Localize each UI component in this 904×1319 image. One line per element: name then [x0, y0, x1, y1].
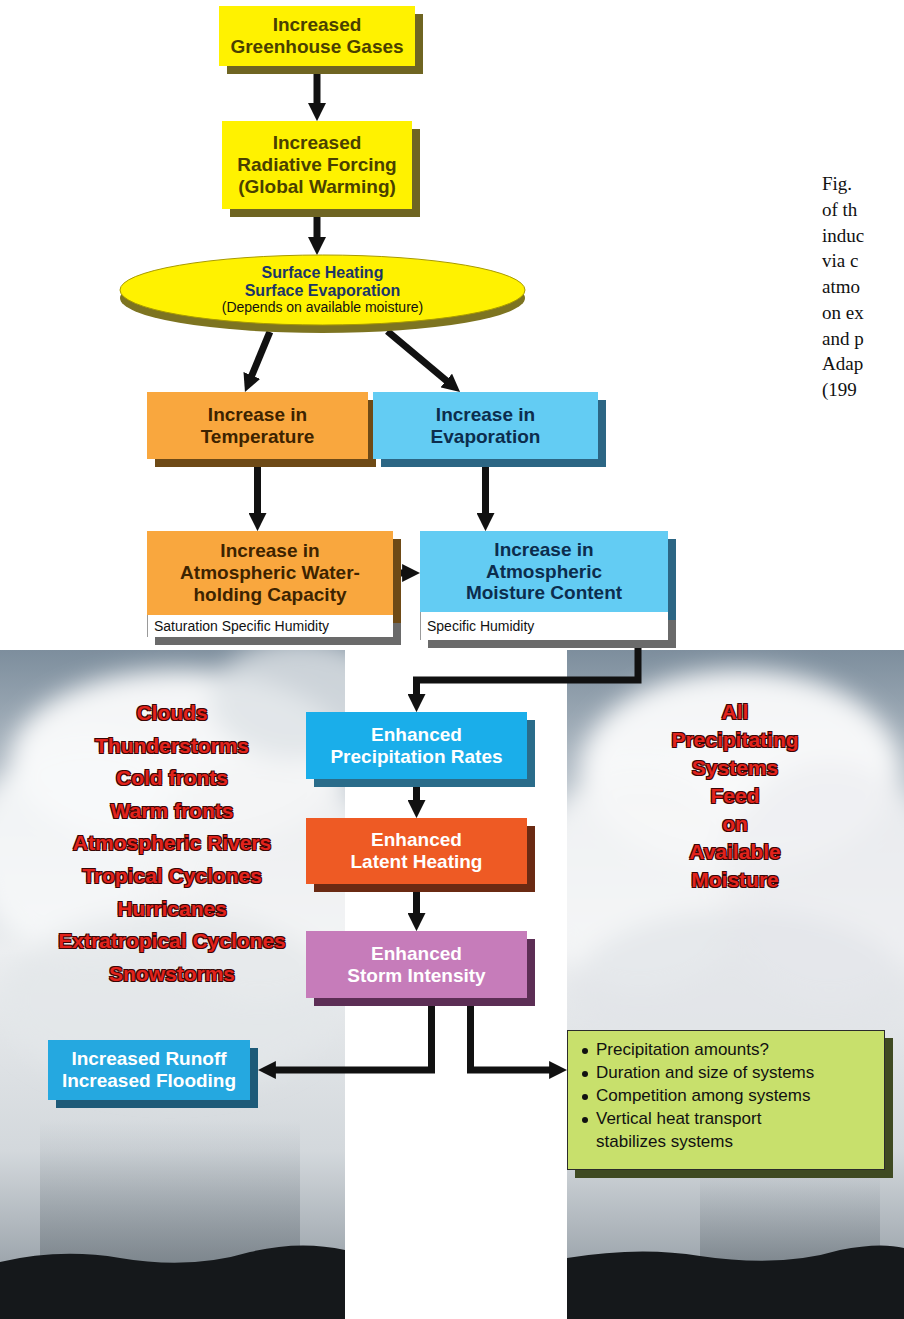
- node-text: Enhanced Storm Intensity: [345, 943, 489, 987]
- flow-arrow: [254, 467, 261, 514]
- bullet-dot: [582, 1048, 588, 1054]
- storm-type-label: Snowstorms: [12, 961, 332, 987]
- flow-arrow: [413, 787, 420, 801]
- hill-silhouette: [567, 1245, 904, 1319]
- storm-type-label: Extratropical Cyclones: [12, 928, 332, 954]
- bullet-dot: [582, 1117, 588, 1123]
- storm-type-label: Hurricanes: [12, 896, 332, 922]
- process-box: Increase in Evaporation: [373, 392, 598, 459]
- process-ellipse: Surface Heating Surface Evaporation(Depe…: [120, 255, 525, 325]
- node-text: Specific Humidity: [427, 618, 534, 634]
- process-box: Enhanced Precipitation Rates: [306, 712, 527, 779]
- flow-arrow: [482, 467, 489, 514]
- flow-arrow: [413, 892, 420, 914]
- caption-fragment: Fig.: [822, 173, 892, 195]
- caption-fragment: via c: [822, 250, 892, 272]
- node-text: Increase in Atmospheric Water-holding Ca…: [162, 540, 378, 606]
- node-text: (Depends on available moisture): [222, 299, 424, 316]
- process-box: Increase in Temperature: [147, 392, 368, 459]
- hill-silhouette: [0, 1245, 345, 1319]
- outcome-box: Increased Runoff Increased Flooding: [48, 1040, 250, 1100]
- process-box: Increase in Atmospheric Water-holding Ca…: [147, 531, 393, 637]
- question-box: Precipitation amounts?Duration and size …: [567, 1030, 885, 1170]
- flow-arrow: [401, 570, 403, 577]
- storm-type-label: Clouds: [12, 700, 332, 726]
- node-text: Increase in Temperature: [168, 404, 348, 448]
- flow-arrow: [314, 74, 321, 104]
- caption-fragment: induc: [822, 225, 892, 247]
- bullet-dot: [582, 1071, 588, 1077]
- rain-shaft: [40, 1120, 300, 1270]
- flow-arrow: [387, 331, 447, 381]
- flow-arrow: [251, 332, 269, 376]
- flow-arrow: [275, 1006, 432, 1070]
- note-label: All Precipitating Systems Feed on Availa…: [640, 698, 830, 894]
- storm-type-label: Warm fronts: [12, 798, 332, 824]
- caption-fragment: (199: [822, 379, 892, 401]
- process-box: Increase in Atmospheric Moisture Content…: [420, 531, 668, 640]
- storm-type-label: Cold fronts: [12, 765, 332, 791]
- cloud-mass: [567, 670, 904, 1070]
- cloud-mass: [0, 650, 345, 1090]
- flow-arrow: [417, 648, 639, 695]
- caption-fragment: on ex: [822, 302, 892, 324]
- node-text: Increased Greenhouse Gases: [224, 14, 410, 58]
- storm-type-label: Tropical Cyclones: [12, 863, 332, 889]
- forcing-box: Increased Radiative Forcing (Global Warm…: [222, 121, 412, 209]
- bullet-text: Vertical heat transport stabilizes syste…: [596, 1108, 825, 1154]
- cloud-photo-left: [0, 650, 345, 1319]
- node-text: Saturation Specific Humidity: [154, 618, 329, 634]
- process-box: Enhanced Latent Heating: [306, 818, 527, 884]
- caption-fragment: atmo: [822, 276, 892, 298]
- bullet-dot: [582, 1094, 588, 1100]
- node-text: Increase in Atmospheric Moisture Content: [454, 539, 634, 605]
- bullet-text: Competition among systems: [596, 1085, 810, 1108]
- cloud-photo-right: [567, 650, 904, 1319]
- node-text: Increased Runoff Increased Flooding: [57, 1048, 242, 1092]
- storm-type-label: Thunderstorms: [12, 733, 332, 759]
- node-text: Enhanced Precipitation Rates: [321, 724, 513, 768]
- storm-type-label: Atmospheric Rivers: [12, 830, 332, 856]
- ellipse-fill: [120, 255, 525, 325]
- bullet-text: Precipitation amounts?: [596, 1039, 769, 1062]
- node-text: Surface Heating Surface Evaporation: [237, 264, 409, 299]
- caption-fragment: Adap: [822, 353, 892, 375]
- caption-fragment: of th: [822, 199, 892, 221]
- node-text: Increased Radiative Forcing (Global Warm…: [232, 132, 402, 198]
- flow-arrow: [471, 1006, 551, 1070]
- caption-fragment: and p: [822, 328, 892, 350]
- node-text: Increase in Evaporation: [396, 404, 576, 448]
- cause-box: Increased Greenhouse Gases: [219, 6, 415, 66]
- flow-arrow: [314, 217, 321, 238]
- node-text: Enhanced Latent Heating: [346, 829, 488, 873]
- bullet-text: Duration and size of systems: [596, 1062, 814, 1085]
- process-box: Enhanced Storm Intensity: [306, 931, 527, 998]
